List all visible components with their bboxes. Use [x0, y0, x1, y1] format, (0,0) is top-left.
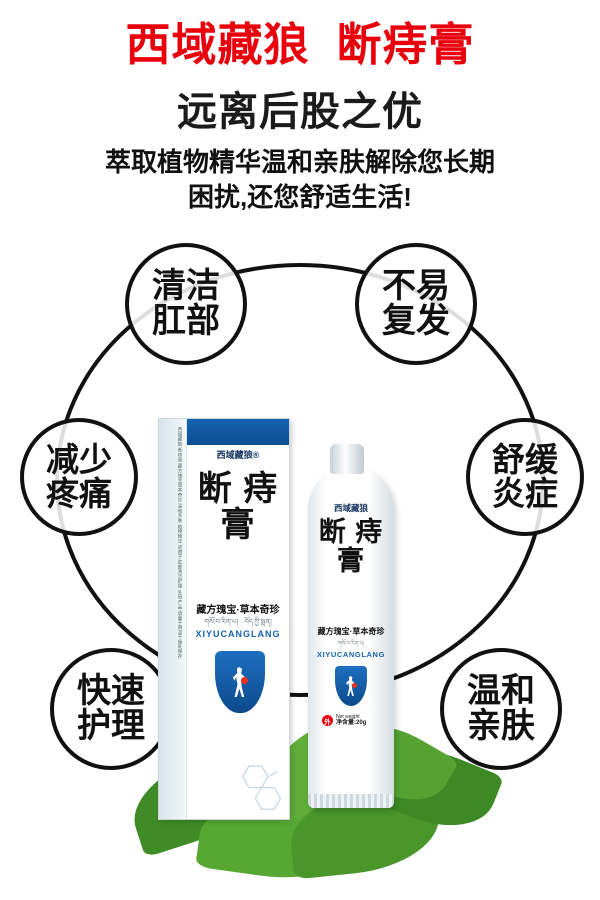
tube-product-name: 断 痔 膏 — [318, 517, 384, 577]
benefit-bubble-no-relapse: 不易 复发 — [355, 243, 477, 365]
benefit-bubble-fast-care: 快速 护理 — [50, 648, 172, 770]
box-pinyin: XIYUCANGLANG — [195, 629, 281, 639]
benefit-bubble-gentle-skin: 温和 亲肤 — [440, 648, 562, 770]
tube-brand-name: 西域藏狼 — [333, 503, 368, 513]
product-box: 西域藏狼 断痔膏 藏方瑰宝草本奇珍 温和亲肤 植物精华 适用于肛部清洁护理 外用… — [158, 418, 290, 820]
box-top-band — [187, 419, 289, 445]
box-bottom-area: 外 Net weight 净含量:20g — [187, 749, 289, 819]
tube-net-weight-value: 净含量:20g — [336, 720, 367, 727]
product-tube: 西域藏狼 断 痔 膏 藏方瑰宝·草本奇珍 གསོ་བ་རིག་པ། XIYUCA… — [308, 468, 394, 808]
page-title: 西域藏狼 断痔膏 — [125, 19, 475, 70]
tube-subtitle: 藏方瑰宝·草本奇珍 — [317, 627, 385, 636]
pain-point-icon — [241, 677, 248, 685]
box-side-text: 西域藏狼 断痔膏 藏方瑰宝草本奇珍 温和亲肤 植物精华 适用于肛部清洁护理 外用… — [159, 419, 187, 819]
benefit-bubble-clean-anus: 清洁 肛部 — [125, 243, 247, 365]
tube-net-weight-group: 外 Net weight 净含量:20g — [322, 714, 366, 728]
tube-crimp — [308, 794, 394, 808]
external-use-badge: 外 — [322, 715, 333, 727]
benefit-bubble-reduce-pain: 减少 疼痛 — [20, 418, 138, 536]
tube-net-weight: Net weight 净含量:20g — [336, 714, 366, 728]
box-tibetan-text: གསོ་བ་རིག་པ། · བོད་ཀྱི་སྨན། — [204, 619, 272, 626]
tube-pinyin: XIYUCANGLANG — [316, 650, 386, 659]
pain-point-icon — [351, 682, 357, 688]
box-subtitle: 藏方瑰宝·草本奇珍 — [196, 605, 280, 616]
tube-net-weight-label: Net weight — [336, 714, 360, 720]
product-photo: 西域藏狼 断痔膏 藏方瑰宝草本奇珍 温和亲肤 植物精华 适用于肛部清洁护理 外用… — [121, 400, 505, 889]
tube-cap — [330, 444, 364, 474]
box-brand-name: 西域藏狼® — [216, 449, 260, 460]
molecule-icon — [241, 765, 282, 810]
description-line-1: 萃取植物精华温和亲肤解除您长期 — [104, 147, 495, 177]
benefit-bubble-soothe-inflammation: 舒缓 炎症 — [466, 418, 584, 536]
page-subtitle: 远离后股之优 — [177, 90, 423, 134]
box-product-name: 断 痔 膏 — [197, 470, 279, 545]
tube-tibetan-text: གསོ་བ་རིག་པ། — [337, 641, 365, 647]
human-figure-icon — [346, 676, 355, 696]
description-line-2: 困扰,还您舒适生活! — [188, 182, 412, 213]
page-description: 萃取植物精华温和亲肤解除您长期 困扰,还您舒适生活! — [0, 145, 600, 215]
tube-shield-icon — [335, 666, 367, 706]
shield-icon — [215, 651, 265, 713]
